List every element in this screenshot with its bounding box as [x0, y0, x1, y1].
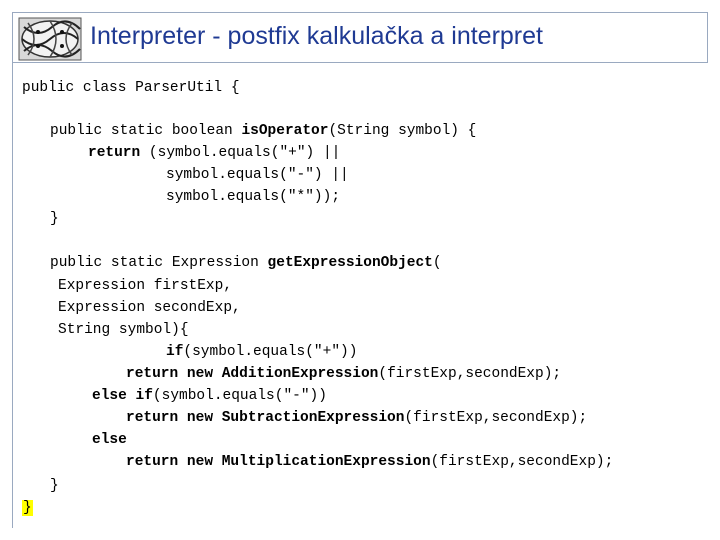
- frame-right-rule: [707, 12, 708, 62]
- class-name-multiplication: MultiplicationExpression: [221, 454, 431, 470]
- code-token: (firstExp,secondExp);: [430, 454, 614, 470]
- code-line-elseif-minus: else if(symbol.equals("-")): [92, 386, 327, 406]
- code-token: (firstExp,secondExp);: [404, 410, 588, 426]
- code-line-return-addition: return new AdditionExpression(firstExp,s…: [126, 364, 561, 384]
- code-line-isoperator-sig: public static boolean isOperator(String …: [50, 121, 476, 141]
- code-line-close-isoperator: }: [50, 211, 59, 227]
- keyword-new: new: [178, 366, 222, 382]
- class-name-addition: AdditionExpression: [221, 366, 379, 382]
- code-token: (symbol.equals("+") ||: [140, 145, 341, 161]
- highlighted-brace: }: [22, 500, 33, 516]
- code-token: public static boolean: [50, 123, 242, 139]
- code-line-else: else: [92, 432, 127, 448]
- code-line-if-plus: if(symbol.equals("+")): [166, 342, 357, 362]
- code-token: public static Expression: [50, 255, 268, 271]
- frame-left-rule: [12, 12, 13, 528]
- frame-top-rule: [12, 12, 708, 13]
- code-token: (symbol.equals("-")): [152, 388, 327, 404]
- code-line-return-multiplication: return new MultiplicationExpression(firs…: [126, 452, 613, 472]
- keyword-new: new: [178, 410, 222, 426]
- method-name-isoperator: isOperator: [241, 123, 329, 139]
- class-name-subtraction: SubtractionExpression: [221, 410, 405, 426]
- code-line-param-symbol: String symbol){: [58, 322, 189, 338]
- keyword-if: if: [166, 344, 184, 360]
- title-underline: [12, 62, 708, 63]
- keyword-return: return: [126, 454, 179, 470]
- code-line-param-first: Expression firstExp,: [58, 278, 233, 294]
- code-line-getexpr-sig: public static Expression getExpressionOb…: [50, 253, 442, 273]
- keyword-return: return: [126, 410, 179, 426]
- code-line-param-second: Expression secondExp,: [58, 300, 241, 316]
- code-line-return-plus: return (symbol.equals("+") ||: [88, 143, 340, 163]
- keyword-else-if: else if: [92, 388, 153, 404]
- slide-title: Interpreter - postfix kalkulačka a inter…: [90, 22, 543, 50]
- knot-pattern-logo-icon: [18, 17, 82, 61]
- keyword-return: return: [88, 145, 141, 161]
- method-name-getexpressionobject: getExpressionObject: [267, 255, 433, 271]
- code-token: (String symbol) {: [328, 123, 477, 139]
- code-token: (: [432, 255, 442, 271]
- code-line-minus: symbol.equals("-") ||: [166, 167, 349, 183]
- code-line-return-subtraction: return new SubtractionExpression(firstEx…: [126, 408, 587, 428]
- code-token: (symbol.equals("+")): [183, 344, 358, 360]
- code-line-class-decl: public class ParserUtil {: [22, 80, 240, 96]
- keyword-return: return: [126, 366, 179, 382]
- code-token: (firstExp,secondExp);: [378, 366, 562, 382]
- keyword-new: new: [178, 454, 222, 470]
- code-line-close-getexpr: }: [50, 478, 59, 494]
- code-line-star: symbol.equals("*"));: [166, 189, 341, 205]
- code-line-close-class: }: [22, 498, 33, 518]
